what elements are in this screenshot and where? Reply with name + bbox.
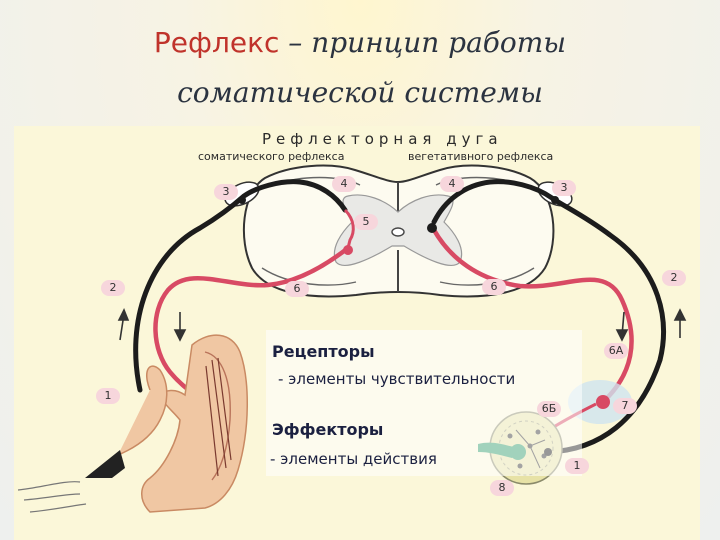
- diagram-subheader-right: вегетативного рефлекса: [408, 150, 554, 163]
- marker-right-6b: 6Б: [537, 401, 561, 417]
- right-sensory-cell-body: [551, 196, 559, 204]
- left-interneuron: [343, 208, 355, 249]
- diagram-subheader-left: соматического рефлекса: [198, 150, 345, 163]
- title-line-2: соматической системы: [177, 76, 543, 109]
- marker-left-2: 2: [101, 280, 125, 296]
- arm-illustration: [17, 334, 248, 513]
- marker-left-3: 3: [214, 184, 238, 200]
- right-efferent-path: [431, 227, 634, 405]
- left-sensory-cell-body: [238, 196, 246, 204]
- vegetative-ganglion-cell: [596, 395, 610, 409]
- marker-right-1: 1: [565, 458, 589, 474]
- legend-box: [266, 330, 582, 476]
- central-canal: [391, 227, 405, 237]
- direction-arrows: [117, 308, 687, 342]
- left-interneuron-body: [343, 245, 353, 255]
- marker-right-7: 7: [613, 398, 637, 414]
- marker-right-8: 8: [490, 480, 514, 496]
- marker-right-3: 3: [552, 180, 576, 196]
- marker-right-6: 6: [482, 279, 506, 295]
- diagram-header: Рефлекторная дуга: [262, 130, 503, 148]
- title-keyword: Рефлекс: [153, 26, 280, 59]
- marker-right-4: 4: [440, 176, 464, 192]
- right-lateral-horn-cell: [427, 223, 437, 233]
- right-afferent-path: [431, 179, 666, 455]
- left-efferent-path: [153, 245, 351, 408]
- marker-left-5: 5: [354, 214, 378, 230]
- effectors-title: Эффекторы: [272, 420, 384, 439]
- marker-left-4: 4: [332, 176, 356, 192]
- title-line1-rest: принцип работы: [311, 26, 567, 59]
- slide-title: Рефлекс – принцип работы соматической си…: [0, 18, 720, 118]
- title-line-1: Рефлекс – принцип работы: [0, 18, 720, 68]
- title-dash: –: [279, 26, 312, 59]
- left-afferent-path: [133, 179, 348, 393]
- receptors-description: - элементы чувствительности: [278, 370, 516, 388]
- effectors-description: - элементы действия: [270, 450, 437, 468]
- marker-right-6a: 6А: [604, 343, 628, 359]
- marker-right-2: 2: [662, 270, 686, 286]
- receptors-title: Рецепторы: [272, 342, 375, 361]
- marker-left-1: 1: [96, 388, 120, 404]
- marker-left-6: 6: [285, 281, 309, 297]
